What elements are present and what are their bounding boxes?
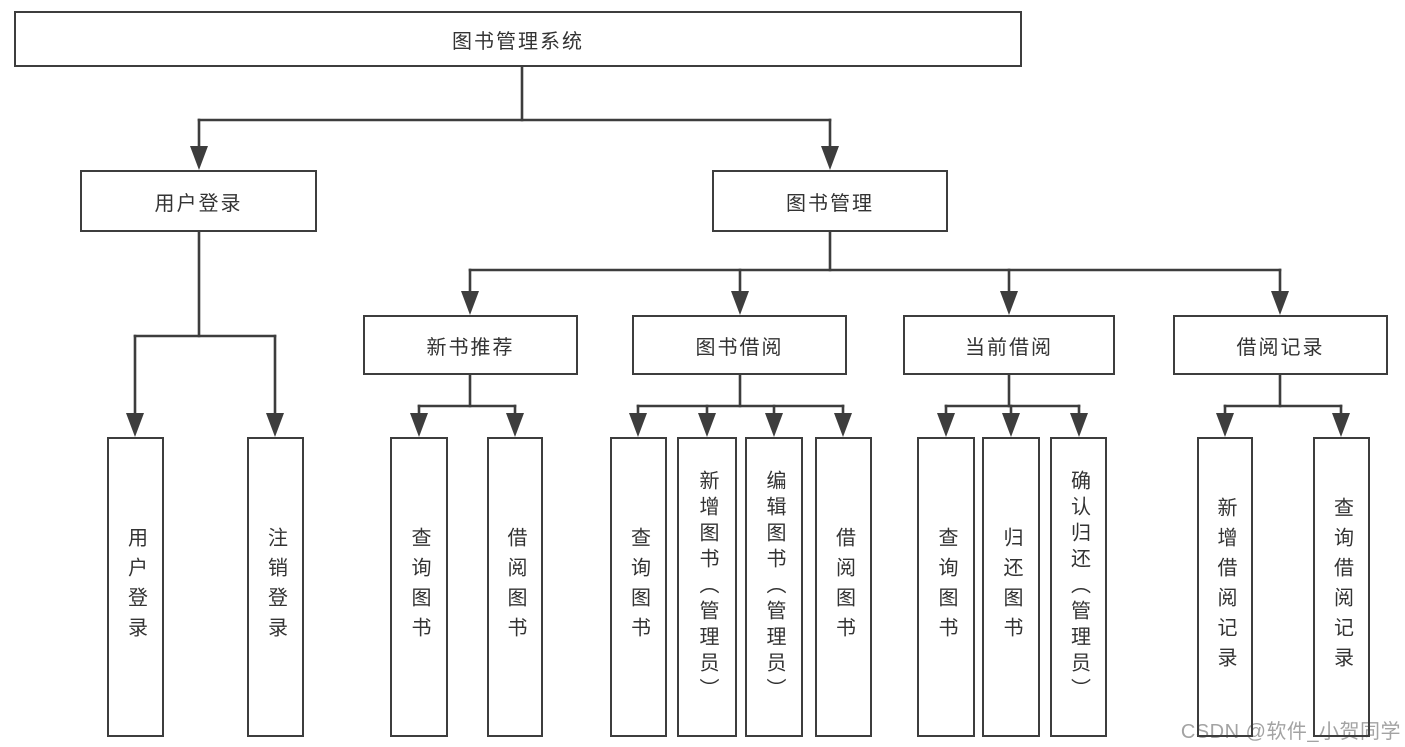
leaf-return-books: 归还图书 (982, 437, 1040, 737)
node-borrowing-records: 借阅记录 (1173, 315, 1388, 375)
leaf-query-borrow-record-label: 查询借阅记录 (1330, 497, 1353, 677)
leaf-add-borrow-record-label: 新增借阅记录 (1214, 497, 1236, 677)
leaf-return-books-label: 归还图书 (1000, 527, 1022, 647)
node-library-system-label: 图书管理系统 (452, 30, 584, 53)
leaf-recommend-borrow-books-label: 借阅图书 (504, 527, 526, 647)
leaf-logout-label: 注销登录 (264, 527, 287, 647)
leaf-current-query-books-label: 查询图书 (935, 527, 957, 647)
leaf-confirm-return-admin-label: 确认归还（管理员） (1067, 470, 1090, 704)
node-current-borrowing: 当前借阅 (903, 315, 1115, 375)
leaf-add-books-admin: 新增图书（管理员） (677, 437, 737, 737)
leaf-confirm-return-admin: 确认归还（管理员） (1050, 437, 1107, 737)
leaf-add-borrow-record: 新增借阅记录 (1197, 437, 1253, 737)
node-book-borrowing-label: 图书借阅 (695, 336, 784, 359)
node-borrowing-records-label: 借阅记录 (1236, 336, 1325, 359)
leaf-add-books-admin-label: 新增图书（管理员） (696, 470, 718, 704)
leaf-user-login: 用户登录 (107, 437, 164, 737)
leaf-query-borrow-record: 查询借阅记录 (1313, 437, 1370, 737)
leaf-recommend-query-books: 查询图书 (390, 437, 448, 737)
node-book-borrowing: 图书借阅 (632, 315, 847, 375)
node-user-login: 用户登录 (80, 170, 317, 232)
leaf-current-query-books: 查询图书 (917, 437, 975, 737)
leaf-edit-books-admin: 编辑图书（管理员） (745, 437, 803, 737)
node-user-login-label: 用户登录 (154, 192, 243, 215)
leaf-borrowing-borrow-books: 借阅图书 (815, 437, 872, 737)
node-book-management: 图书管理 (712, 170, 948, 232)
csdn-watermark: CSDN @软件_小贺同学 (1180, 721, 1401, 743)
leaf-borrowing-query-books-label: 查询图书 (627, 527, 650, 647)
leaf-logout: 注销登录 (247, 437, 304, 737)
leaf-edit-books-admin-label: 编辑图书（管理员） (763, 470, 785, 704)
leaf-borrowing-query-books: 查询图书 (610, 437, 667, 737)
node-current-borrowing-label: 当前借阅 (965, 336, 1053, 359)
node-new-book-recommend-label: 新书推荐 (426, 336, 515, 359)
node-book-management-label: 图书管理 (786, 192, 874, 215)
leaf-borrowing-borrow-books-label: 借阅图书 (832, 527, 855, 647)
leaf-recommend-borrow-books: 借阅图书 (487, 437, 543, 737)
leaf-recommend-query-books-label: 查询图书 (408, 527, 430, 647)
node-library-system: 图书管理系统 (14, 11, 1022, 67)
leaf-user-login-label: 用户登录 (124, 527, 147, 647)
node-new-book-recommend: 新书推荐 (363, 315, 578, 375)
